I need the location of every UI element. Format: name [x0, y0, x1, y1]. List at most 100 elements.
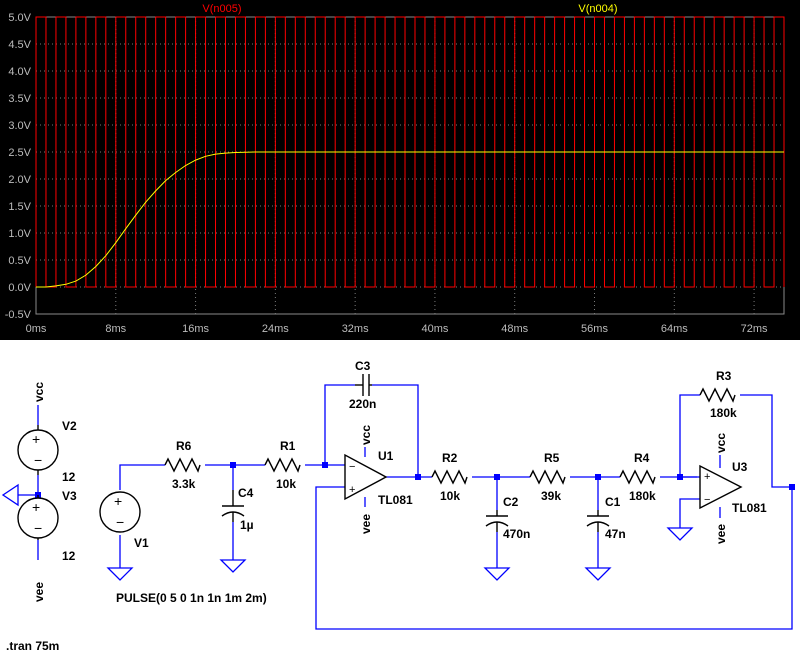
- u3-vcc-label: vcc: [714, 433, 728, 453]
- x-tick-label: 64ms: [661, 323, 688, 335]
- x-tick-label: 32ms: [342, 323, 369, 335]
- legend-vn004[interactable]: V(n004): [578, 3, 617, 15]
- series-line-vn005[interactable]: [35, 16, 785, 288]
- r1-value: 10k: [276, 477, 296, 491]
- c1-capacitor[interactable]: [586, 510, 610, 532]
- v2-value: 12: [62, 470, 76, 484]
- v1-source[interactable]: + −: [99, 491, 141, 533]
- c3-capacitor[interactable]: [355, 374, 372, 396]
- x-tick-label: 24ms: [262, 323, 289, 335]
- y-axis-ticks: 5.0V4.5V4.0V3.5V3.0V2.5V2.0V1.5V1.0V0.5V…: [5, 12, 32, 321]
- r3-value: 180k: [710, 406, 737, 420]
- c3-value: 220n: [349, 397, 376, 411]
- v2-ref: V2: [62, 419, 77, 433]
- r6-value: 3.3k: [172, 477, 196, 491]
- y-tick-label: -0.5V: [5, 309, 32, 321]
- r6-resistor[interactable]: [164, 457, 201, 473]
- r3-resistor[interactable]: [699, 387, 736, 403]
- c1-value: 47n: [605, 527, 626, 541]
- c3-ref: C3: [355, 359, 371, 373]
- r5-value: 39k: [541, 489, 561, 503]
- y-tick-label: 5.0V: [8, 12, 31, 24]
- grid-lines: [36, 17, 784, 314]
- x-tick-label: 8ms: [105, 323, 126, 335]
- power-supply-section: + − + − vcc vee V2 12 V3 12: [1, 382, 77, 602]
- svg-text:−: −: [704, 494, 710, 506]
- x-tick-label: 48ms: [501, 323, 528, 335]
- svg-text:+: +: [349, 484, 355, 496]
- y-tick-label: 2.0V: [8, 174, 31, 186]
- c4-value: 1µ: [240, 518, 254, 532]
- series-line-vn004[interactable]: [36, 151, 784, 288]
- schematic-canvas[interactable]: + − + − vcc vee V2 12 V3 12: [0, 340, 800, 662]
- u1-ref: U1: [378, 449, 394, 463]
- x-tick-label: 16ms: [182, 323, 209, 335]
- v2-source[interactable]: + −: [17, 425, 59, 475]
- r5-ref: R5: [544, 451, 560, 465]
- vee-net-label: vee: [32, 582, 46, 602]
- filter-network: R2 10k R5 39k R4 180k C2 470n C1 47n: [431, 451, 697, 581]
- u3-model: TL081: [732, 501, 767, 515]
- c4-capacitor[interactable]: [221, 490, 245, 522]
- c4-ground-icon: [219, 559, 247, 573]
- v3-value: 12: [62, 549, 76, 563]
- v1-ref: V1: [134, 536, 149, 550]
- y-tick-label: 0.5V: [8, 255, 31, 267]
- r4-value: 180k: [629, 489, 656, 503]
- x-tick-label: 72ms: [741, 323, 768, 335]
- svg-text:+: +: [704, 471, 710, 483]
- vcc-net-label: vcc: [32, 382, 46, 402]
- r1-ref: R1: [280, 439, 296, 453]
- c4-ref: C4: [238, 486, 254, 500]
- x-tick-label: 40ms: [421, 323, 448, 335]
- v3-ref: V3: [62, 489, 77, 503]
- u1-model: TL081: [378, 493, 413, 507]
- v3-source[interactable]: + −: [17, 495, 59, 540]
- spice-directive[interactable]: .tran 75m: [6, 639, 59, 653]
- r4-resistor[interactable]: [619, 469, 656, 485]
- r5-resistor[interactable]: [529, 469, 566, 485]
- r2-resistor[interactable]: [431, 469, 468, 485]
- svg-text:−: −: [34, 520, 42, 536]
- y-tick-label: 4.0V: [8, 66, 31, 78]
- svg-text:−: −: [116, 514, 124, 530]
- u3-ground-icon: [666, 527, 694, 541]
- legend-vn005[interactable]: V(n005): [202, 3, 241, 15]
- input-stage: + − R6 3.3k R1 10k C4 1µ V1 PULSE(0 5 0 …: [99, 439, 345, 605]
- r2-value: 10k: [440, 489, 460, 503]
- y-tick-label: 0.0V: [8, 282, 31, 294]
- y-tick-label: 1.5V: [8, 201, 31, 213]
- u3-opamp[interactable]: + −: [699, 464, 743, 510]
- v1-ground-icon: [106, 567, 134, 581]
- minus-icon: −: [34, 452, 42, 468]
- u1-stage: − + C3 220n vcc vee U1 TL081: [315, 359, 793, 630]
- c2-value: 470n: [503, 527, 530, 541]
- circuit-schematic[interactable]: + − + − vcc vee V2 12 V3 12: [0, 340, 800, 662]
- u1-vcc-label: vcc: [359, 425, 373, 445]
- u1-vee-label: vee: [359, 514, 373, 534]
- y-tick-label: 1.0V: [8, 228, 31, 240]
- svg-text:−: −: [349, 461, 355, 473]
- ground-flag-icon: [1, 483, 19, 507]
- u1-opamp[interactable]: − +: [344, 453, 388, 501]
- plus-icon: +: [32, 431, 40, 447]
- c1-ground-icon: [584, 567, 612, 581]
- y-tick-label: 2.5V: [8, 147, 31, 159]
- plot-frame: [35, 16, 785, 315]
- x-tick-label: 0ms: [26, 323, 47, 335]
- y-tick-label: 3.5V: [8, 93, 31, 105]
- c1-ref: C1: [605, 495, 621, 509]
- c2-ref: C2: [503, 495, 519, 509]
- u3-ref: U3: [732, 460, 748, 474]
- c2-capacitor[interactable]: [485, 510, 509, 532]
- series-layer: [35, 16, 785, 288]
- r1-resistor[interactable]: [264, 457, 301, 473]
- plot-canvas[interactable]: 5.0V4.5V4.0V3.5V3.0V2.5V2.0V1.5V1.0V0.5V…: [0, 0, 800, 340]
- svg-text:+: +: [114, 493, 122, 509]
- v1-value: PULSE(0 5 0 1n 1n 1m 2m): [116, 591, 267, 605]
- r4-ref: R4: [634, 451, 650, 465]
- u3-stage: + − R3 180k vcc vee U3 TL081: [666, 369, 795, 544]
- r6-ref: R6: [176, 439, 192, 453]
- c2-ground-icon: [483, 567, 511, 581]
